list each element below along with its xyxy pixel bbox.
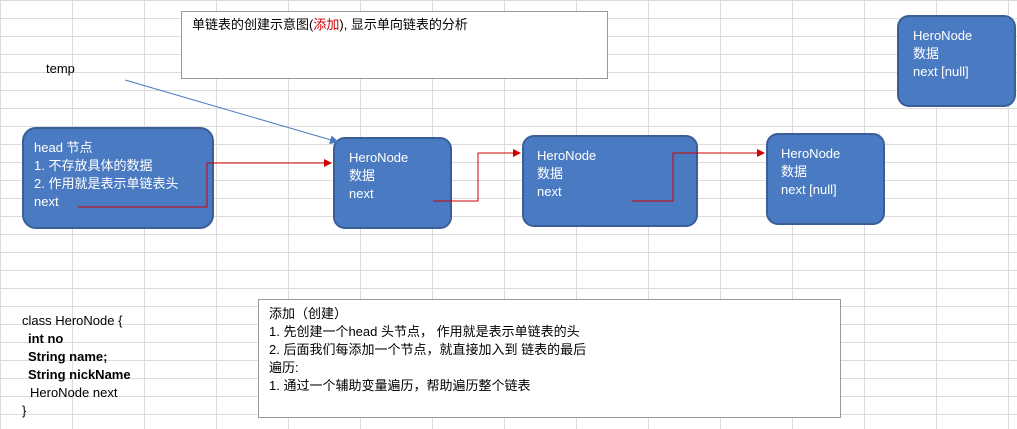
hero-node-3-next: next [null] bbox=[781, 182, 837, 197]
temp-label: temp bbox=[46, 61, 75, 76]
class-def-field-no: int no bbox=[28, 331, 64, 346]
head-node: head 节点 1. 不存放具体的数据 2. 作用就是表示单链表头 next bbox=[22, 127, 214, 229]
add-note-line-5: 1. 通过一个辅助变量遍历，帮助遍历整个链表 bbox=[269, 378, 531, 393]
title-suffix: ), 显示单向链表的分析 bbox=[339, 17, 468, 32]
hero-node-2-next: next bbox=[537, 184, 562, 199]
hero-node-3: HeroNode 数据 next [null] bbox=[766, 133, 885, 225]
hero-node-2-data: 数据 bbox=[537, 166, 564, 181]
head-next-arrow bbox=[78, 159, 332, 208]
class-def-field-name: String name; bbox=[28, 349, 108, 364]
title-prefix: 单链表的创建示意图( bbox=[192, 17, 314, 32]
title-note: 单链表的创建示意图(添加), 显示单向链表的分析 bbox=[181, 11, 608, 79]
add-note: 添加（创建） 1. 先创建一个head 头节点， 作用就是表示单链表的头 2. … bbox=[258, 299, 841, 418]
node2-next-arrow bbox=[632, 149, 765, 202]
class-def-line-1: class HeroNode { bbox=[22, 313, 123, 328]
head-node-desc-2: 2. 作用就是表示单链表头 bbox=[34, 176, 179, 191]
hero-node-2: HeroNode 数据 next bbox=[522, 135, 698, 227]
add-note-line-3: 2. 后面我们每添加一个节点，就直接加入到 链表的最后 bbox=[269, 342, 587, 357]
class-definition: class HeroNode { int no String name; Str… bbox=[22, 312, 131, 420]
add-note-line-4: 遍历: bbox=[269, 360, 299, 375]
hero-node-1-next: next bbox=[349, 186, 374, 201]
hero-node-1: HeroNode 数据 next bbox=[333, 137, 452, 229]
hero-node-3-name: HeroNode bbox=[781, 146, 841, 161]
head-node-title: head 节点 bbox=[34, 140, 93, 155]
temp-arrow bbox=[124, 79, 339, 145]
hero-node-3-data: 数据 bbox=[781, 164, 808, 179]
add-note-line-2: 1. 先创建一个head 头节点， 作用就是表示单链表的头 bbox=[269, 324, 580, 339]
head-node-next: next bbox=[34, 194, 59, 209]
title-highlight: 添加 bbox=[313, 17, 340, 32]
head-node-desc-1: 1. 不存放具体的数据 bbox=[34, 158, 153, 173]
hero-node-standalone-name: HeroNode bbox=[913, 28, 973, 43]
hero-node-standalone-data: 数据 bbox=[913, 46, 940, 61]
class-def-field-nickname: String nickName bbox=[28, 367, 131, 382]
hero-node-standalone: HeroNode 数据 next [null] bbox=[897, 15, 1016, 107]
hero-node-1-name: HeroNode bbox=[349, 150, 409, 165]
hero-node-standalone-next: next [null] bbox=[913, 64, 969, 79]
class-def-close: } bbox=[22, 403, 27, 418]
hero-node-2-name: HeroNode bbox=[537, 148, 597, 163]
add-note-line-1: 添加（创建） bbox=[269, 306, 348, 321]
hero-node-1-data: 数据 bbox=[349, 168, 376, 183]
class-def-field-next: HeroNode next bbox=[30, 385, 118, 400]
node1-next-arrow bbox=[433, 149, 521, 202]
